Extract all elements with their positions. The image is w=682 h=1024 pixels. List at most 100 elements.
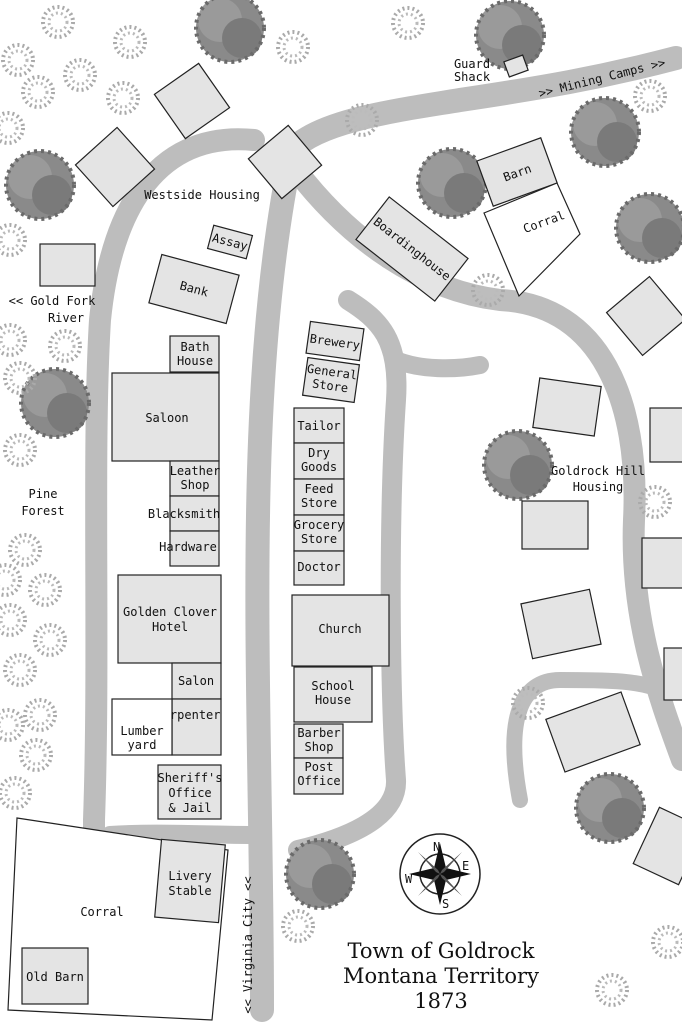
general-store (301, 356, 361, 404)
corral-southwest-label: Corral (80, 905, 123, 919)
blacksmith-label: Blacksmith (148, 507, 220, 521)
title-line-3: 1873 (414, 989, 467, 1013)
houses (39, 62, 682, 886)
center-block: Brewery General Store Tailor Dry Goods F… (291, 320, 390, 795)
lumber-yard (111, 698, 173, 756)
sheriff-label-3: & Jail (168, 801, 211, 815)
guard-shack-label-2: Shack (454, 70, 491, 84)
pine-forest-label-1: Pine (29, 487, 58, 501)
bath-house-label-2: House (177, 354, 213, 368)
boardinghouse (355, 196, 469, 302)
church-label: Church (318, 622, 361, 636)
salon (171, 662, 222, 700)
barber-shop (293, 723, 344, 759)
post-office (293, 757, 344, 795)
post-office-label-1: Post (305, 760, 334, 774)
pine-forest-label-2: Forest (21, 504, 64, 518)
sheriffs-office (157, 764, 222, 820)
grocery-store (293, 514, 345, 552)
leather-shop-label-1: Leather (170, 464, 221, 478)
house (520, 588, 602, 660)
house (247, 124, 323, 200)
school-house-label-1: School (311, 679, 354, 693)
bath-house (169, 335, 220, 373)
gold-fork-label-2: River (48, 311, 84, 325)
feed-store-label-2: Store (301, 496, 337, 510)
barber-shop-label-1: Barber (297, 726, 340, 740)
westside-housing-label: Westside Housing (144, 188, 260, 202)
sheriff-label-2: Office (168, 786, 211, 800)
school-house (293, 666, 373, 723)
blacksmith (169, 495, 220, 532)
house (641, 537, 682, 589)
assay (206, 224, 254, 260)
goldrock-hill-label-2: Housing (573, 480, 624, 494)
house (663, 647, 682, 701)
school-house-label-2: House (315, 693, 351, 707)
leather-shop-label-2: Shop (181, 478, 210, 492)
sheriff-label-1: Sheriff's (157, 771, 222, 785)
guard-shack (503, 54, 529, 78)
title-line-1: Town of Goldrock (347, 939, 534, 963)
house (521, 500, 589, 550)
salon-label: Salon (178, 674, 214, 688)
post-office-label-2: Office (297, 774, 340, 788)
virginia-city-label: << Virginia City << (241, 876, 255, 1013)
house (74, 126, 156, 208)
barn (476, 137, 558, 207)
west-block: Assay Bank Bath House Saloon Leather Sho… (111, 224, 254, 820)
hotel-label-1: Golden Clover (123, 605, 217, 619)
livery-stable-label-2: Stable (168, 884, 211, 898)
southwest-corral: Corral Livery Stable Old Barn (7, 817, 229, 1021)
brewery-label: Brewery (309, 332, 361, 353)
lumber-yard-label-1: Lumber (120, 724, 163, 738)
map-title: Town of Goldrock Montana Territory 1873 (343, 939, 539, 1013)
compass-e: E (462, 859, 469, 873)
house (545, 691, 641, 773)
house (605, 275, 682, 357)
house (39, 243, 96, 287)
old-barn-label: Old Barn (26, 970, 84, 984)
hardware (169, 530, 220, 567)
house (649, 407, 682, 463)
old-barn (21, 947, 89, 1005)
general-store-label-2: Store (311, 376, 349, 395)
northeast-buildings: Guard Shack Barn Corral Boardinghouse (355, 54, 581, 302)
livery-stable (154, 838, 226, 924)
saloon (111, 372, 220, 462)
doctor-label: Doctor (297, 560, 340, 574)
grocery-store-label-1: Grocery (294, 518, 345, 532)
dry-goods-label-1: Dry (308, 446, 330, 460)
gold-fork-label-1: << Gold Fork (9, 294, 96, 308)
saloon-label: Saloon (145, 411, 188, 425)
leather-shop (169, 460, 220, 497)
golden-clover-hotel (117, 574, 222, 664)
church (291, 594, 390, 667)
brewery (305, 320, 365, 362)
compass-n: N (433, 840, 440, 854)
house (532, 377, 602, 437)
tailor (293, 407, 345, 444)
dry-goods-label-2: Goods (301, 460, 337, 474)
feed-store (293, 478, 345, 516)
livery-stable-label-1: Livery (168, 869, 211, 883)
house (153, 62, 231, 140)
carpenter (171, 698, 222, 756)
doctor (293, 550, 345, 586)
bank (148, 253, 240, 325)
dry-goods (293, 442, 345, 480)
corral-northeast (483, 182, 581, 298)
barber-shop-label-2: Shop (305, 740, 334, 754)
lumber-yard-label-2: yard (128, 738, 157, 752)
compass-s: S (442, 897, 449, 911)
house (632, 806, 682, 886)
tailor-label: Tailor (297, 419, 340, 433)
title-line-2: Montana Territory (343, 964, 539, 988)
goldrock-hill-label-1: Goldrock Hill (551, 464, 645, 478)
feed-store-label-1: Feed (305, 482, 334, 496)
hotel-label-2: Hotel (152, 620, 188, 634)
compass-w: W (405, 872, 413, 886)
hardware-label: Hardware (159, 540, 217, 554)
compass-rose-icon: N E S W (399, 833, 481, 915)
